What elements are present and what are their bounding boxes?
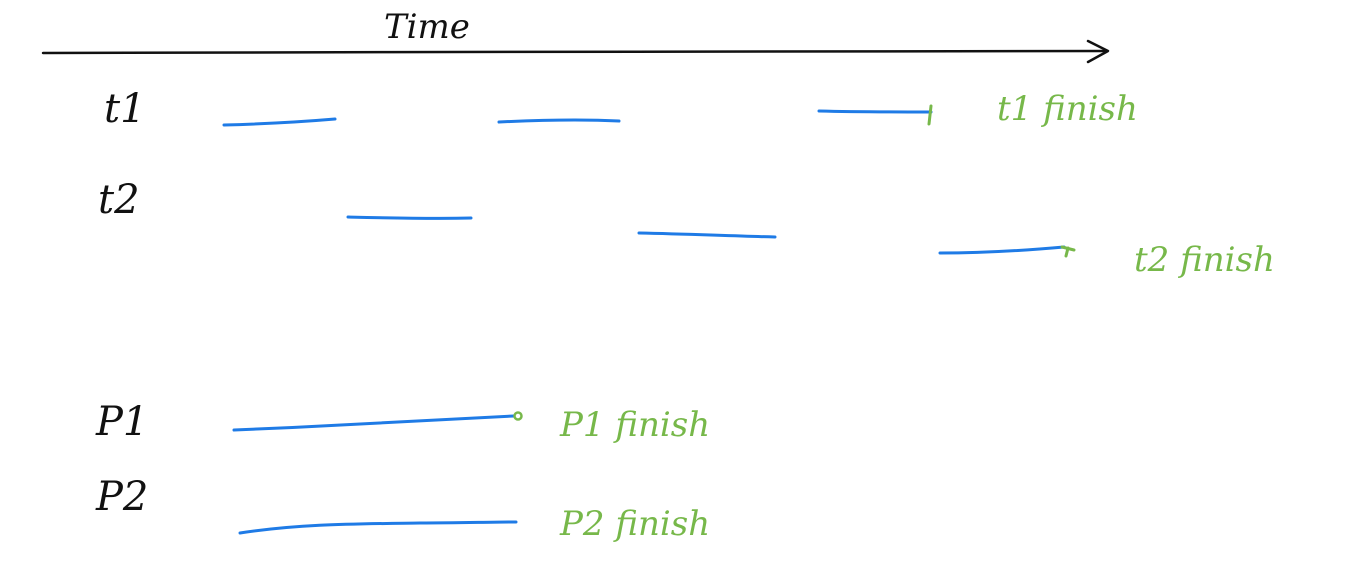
segment xyxy=(222,117,337,127)
finish-marker xyxy=(513,411,523,421)
segment xyxy=(238,520,518,535)
time-axis: Time xyxy=(41,7,1110,64)
finish-marker xyxy=(1060,245,1076,258)
segment xyxy=(637,231,777,239)
segment xyxy=(817,109,933,114)
row-t2-segments xyxy=(346,215,1076,258)
finish-label-p1: P1 finish xyxy=(559,405,710,445)
row-label-t2: t2 xyxy=(98,177,140,223)
segment xyxy=(497,118,621,124)
segment xyxy=(346,215,473,220)
time-axis-label: Time xyxy=(384,7,470,47)
finish-label-t1: t1 finish xyxy=(997,89,1138,129)
time-axis-arrowhead xyxy=(1086,39,1110,64)
finish-label-t2: t2 finish xyxy=(1134,240,1275,280)
finish-marker xyxy=(927,104,933,126)
row-label-p1: P1 xyxy=(95,399,148,445)
row-p2-segments xyxy=(238,520,518,535)
segment xyxy=(938,245,1066,255)
row-t1-segments xyxy=(222,104,933,127)
row-label-p2: P2 xyxy=(95,474,148,520)
segment xyxy=(232,414,516,432)
row-label-t1: t1 xyxy=(104,86,146,132)
row-p1-segments xyxy=(232,411,523,432)
finish-label-p2: P2 finish xyxy=(559,504,710,544)
time-axis-line xyxy=(41,49,1109,55)
